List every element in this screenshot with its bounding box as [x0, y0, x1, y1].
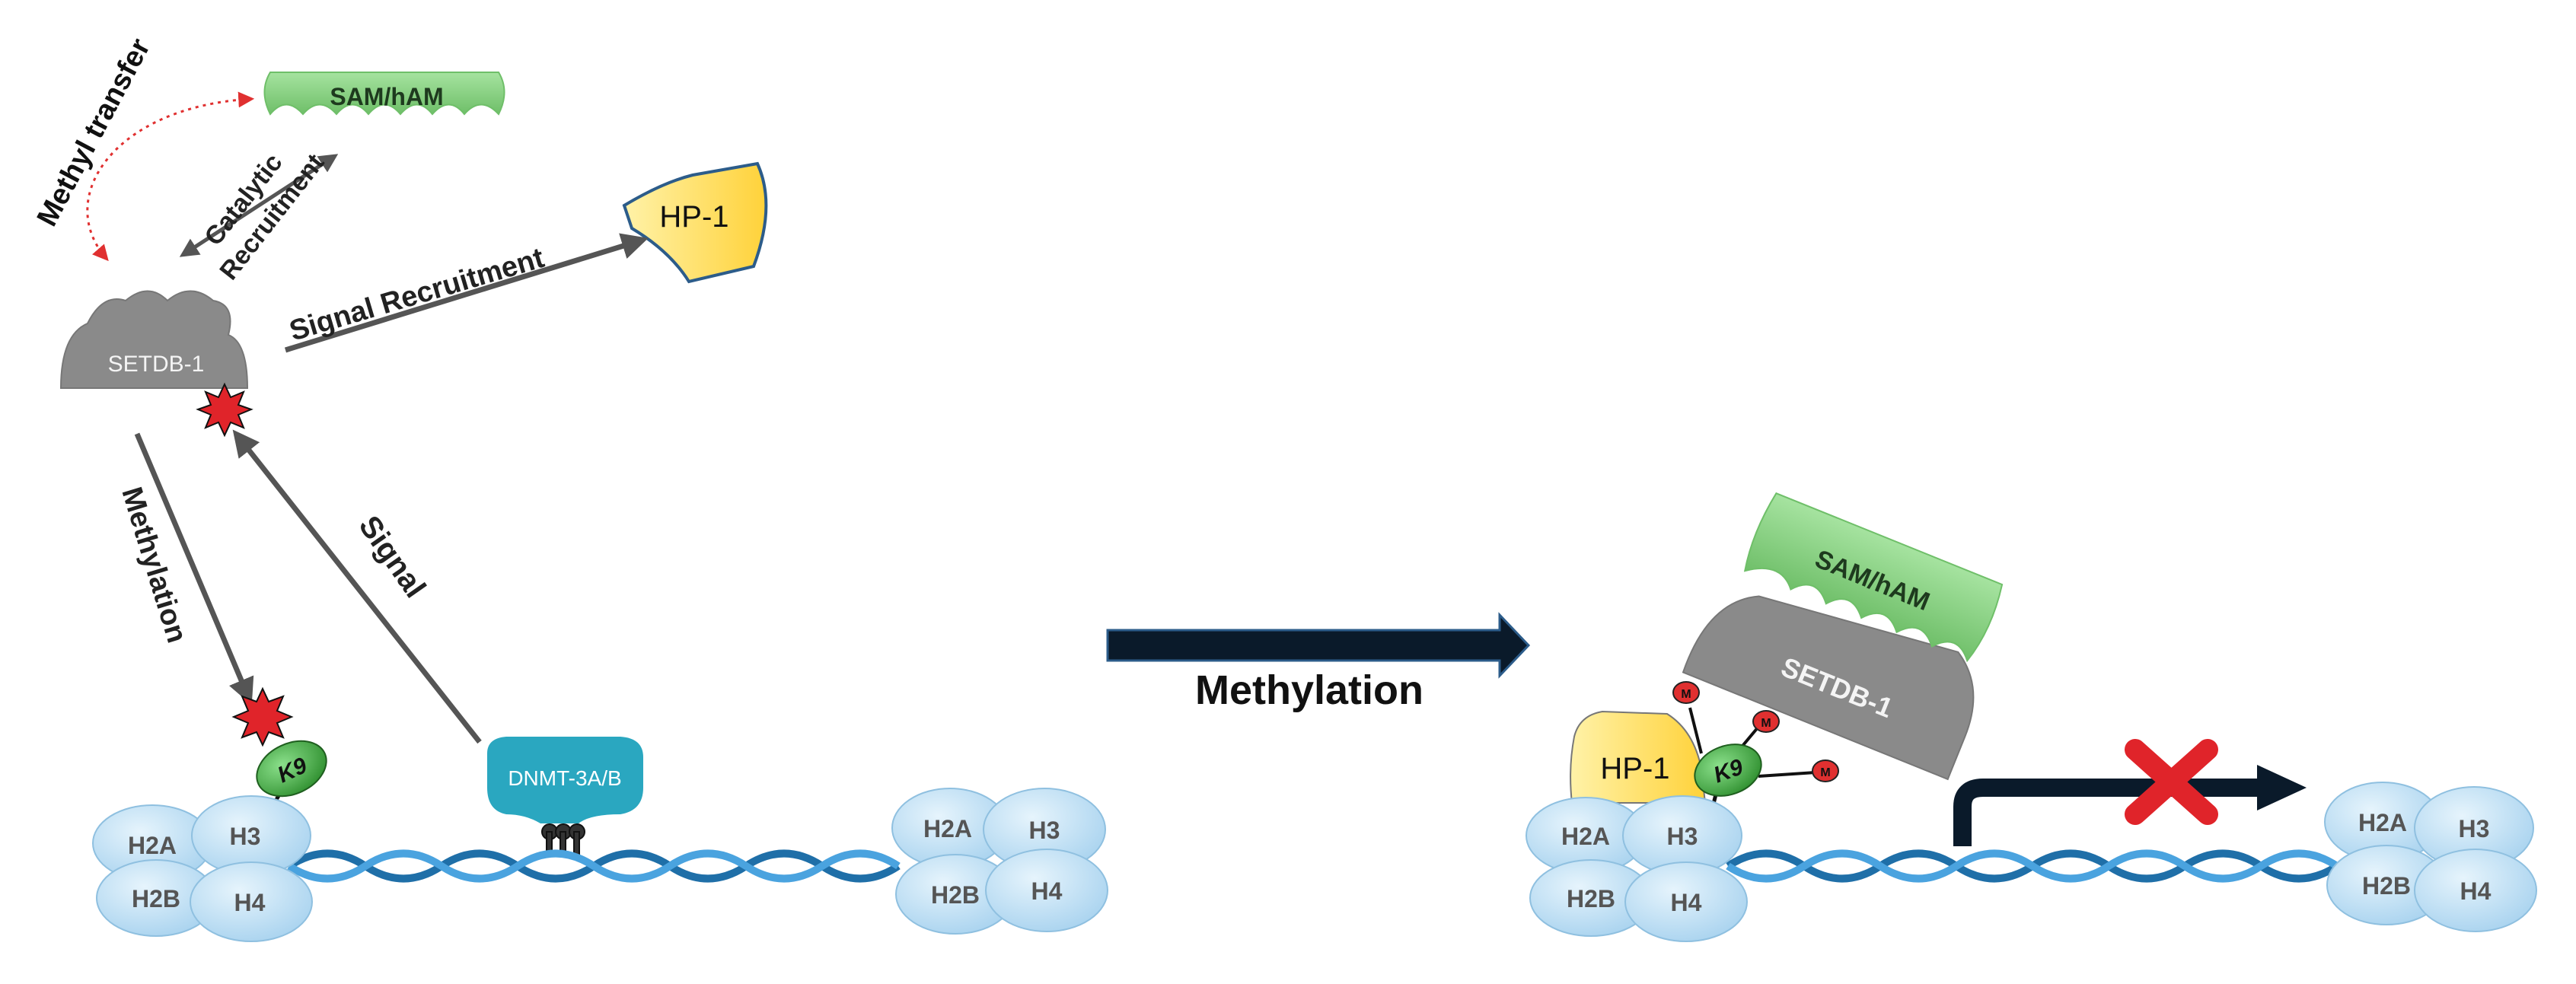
hp1-shape-top: HP-1: [622, 161, 768, 284]
k9-shape-left: [256, 740, 327, 798]
svg-text:M: M: [1761, 717, 1771, 730]
transcription-arrow: [1953, 765, 2307, 846]
sam-ham-shape-left: SAM/hAM: [263, 72, 505, 116]
h2a-label-right-a: H2A: [1561, 823, 1610, 850]
hp1-label-right: HP-1: [1600, 752, 1669, 785]
h4-label-right-b: H4: [2460, 877, 2492, 905]
hp1-shape-right: HP-1: [1570, 710, 1707, 804]
nucleosome-right-a: H2A H3 H2B H4: [1526, 795, 1748, 942]
h4-label-left-a: H4: [234, 889, 266, 916]
h3-label-right-b: H3: [2459, 815, 2490, 842]
dnmt-label: DNMT-3A/B: [508, 766, 621, 790]
methylation-main-label: Methylation: [1195, 667, 1423, 713]
h4-label-right-a: H4: [1671, 889, 1702, 916]
methylation-main-arrow: [1106, 612, 1531, 679]
k9-shape-right: [1694, 744, 1762, 797]
methylation-label-left: Methylation: [115, 483, 193, 646]
block-cross-icon: [2125, 739, 2218, 825]
hp1-label-top: HP-1: [659, 200, 728, 234]
nucleosome-right-b: H2A H3 H2B H4: [2324, 782, 2537, 932]
signal-recruitment-arrow: [284, 233, 649, 353]
sam-ham-label-left: SAM/hAM: [330, 83, 443, 110]
svg-text:M: M: [1820, 766, 1830, 779]
dnmt-shape: DNMT-3A/B: [487, 737, 643, 855]
methyl-mark-3: M: [1812, 759, 1839, 782]
methylation-arrow-left: [134, 432, 254, 705]
catalytic-recruitment-arrow: [179, 154, 339, 257]
methyl-mark-2: M: [1752, 710, 1780, 733]
h2a-label-left-a: H2A: [128, 832, 177, 859]
signal-label: Signal: [352, 510, 432, 604]
h3-label-left-a: H3: [230, 823, 261, 850]
setdb1-shape-right: SETDB-1: [1682, 595, 1975, 781]
dna-helix-left: [287, 849, 901, 883]
methyl-transfer-label: Methyl transfer: [31, 33, 157, 231]
signal-recruitment-label: Signal Recruitment: [286, 242, 548, 348]
h4-label-left-b: H4: [1031, 877, 1063, 905]
setdb1-label-left: SETDB-1: [108, 352, 205, 377]
methyl-mark-1: M: [1672, 681, 1700, 704]
nucleosome-left-a: H2A H3 H2B H4: [92, 795, 313, 942]
h2b-label-left-a: H2B: [132, 885, 180, 912]
svg-text:M: M: [1681, 688, 1691, 701]
dna-helix-right: [1726, 849, 2339, 883]
sam-ham-shape-right: SAM/hAM: [1743, 492, 2004, 663]
starburst-k9: [231, 686, 294, 747]
starburst-setdb1: [196, 382, 253, 438]
h3-label-left-b: H3: [1029, 817, 1060, 844]
h2b-label-right-a: H2B: [1567, 885, 1615, 912]
h2a-label-right-b: H2A: [2358, 809, 2407, 836]
dnmt-methyl-pins: [541, 823, 585, 855]
h2b-label-right-b: H2B: [2362, 872, 2411, 900]
h2b-label-left-b: H2B: [931, 881, 980, 909]
nucleosome-left-b: H2A H3 H2B H4: [891, 788, 1108, 935]
signal-arrow: [232, 429, 482, 744]
h2a-label-left-b: H2A: [923, 815, 972, 842]
h3-label-right-a: H3: [1667, 823, 1698, 850]
setdb1-shape-left: SETDB-1: [59, 290, 249, 389]
